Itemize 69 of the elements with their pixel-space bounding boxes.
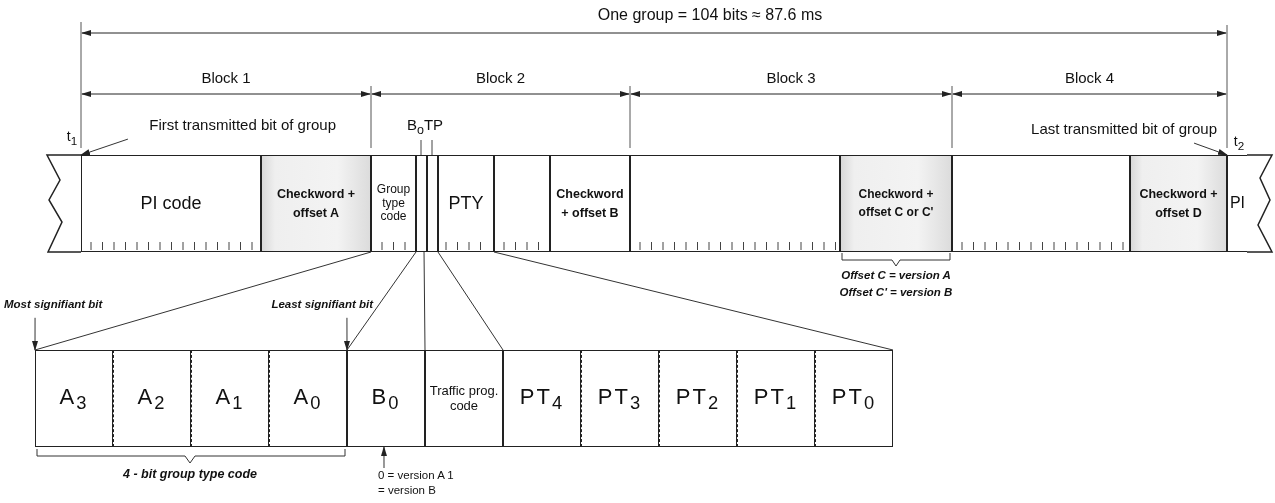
bit-field-cell <box>550 155 630 252</box>
annotation-text: First transmitted bit of group <box>149 116 336 134</box>
bit-field-cell <box>425 350 503 447</box>
bit-field-cell <box>113 350 191 447</box>
bit-field-cell <box>630 155 840 252</box>
annotation-text: Last transmitted bit of group <box>1031 120 1217 138</box>
bit-label: B$_{o}$TP <box>405 116 445 138</box>
cell-label: Checkword + offset C or C' <box>857 186 935 221</box>
leader-line <box>381 446 387 469</box>
leader-line <box>32 317 38 351</box>
checkword-cell <box>1130 155 1227 252</box>
cell-label: PT$_{1}$ <box>753 383 799 414</box>
bit-field-cell <box>581 350 659 447</box>
leader-line <box>80 138 129 156</box>
dimension-label: One group = 104 bits ≈ 87.6 ms <box>596 5 824 25</box>
cell-label: A$_{3}$ <box>59 383 89 414</box>
cell-label: PTY <box>448 193 484 214</box>
checkword-cell <box>840 155 952 252</box>
bit-field-cell <box>494 155 550 252</box>
leader-line <box>1193 142 1228 156</box>
bit-field-cell <box>347 350 425 447</box>
time-label: t$_{1}$ <box>65 128 79 148</box>
bit-field-cell <box>191 350 269 447</box>
cell-label: Checkword + offset B <box>555 186 625 222</box>
note-text: Offset C = version A <box>840 269 952 283</box>
bit-field-cell <box>35 350 113 447</box>
block-label: Block 2 <box>474 69 527 87</box>
cell-label: PI <box>1229 194 1246 213</box>
cell-label: PT$_{0}$ <box>831 383 877 414</box>
bit-field-cell <box>1227 155 1247 252</box>
expansion-line <box>493 251 894 351</box>
cell-label: Traffic prog. code <box>428 383 500 414</box>
bit-field-cell <box>427 155 438 252</box>
cell-label: PI code <box>140 193 202 214</box>
block-label: Block 3 <box>765 69 817 87</box>
cell-label: Group type code <box>375 182 412 225</box>
bit-field-cell <box>438 155 494 252</box>
bit-field-cell <box>815 350 893 447</box>
expansion-line <box>423 251 426 351</box>
bracket-label: 4 - bit group type code <box>121 467 258 482</box>
cell-label: A$_{2}$ <box>137 383 167 414</box>
cell-label: PT$_{4}$ <box>519 383 565 414</box>
block-label: Block 4 <box>1063 69 1116 87</box>
expansion-line <box>437 251 504 351</box>
expansion-line <box>34 251 372 351</box>
bit-field-cell <box>269 350 347 447</box>
cell-label: A$_{1}$ <box>215 383 245 414</box>
cell-label: A$_{0}$ <box>293 383 323 414</box>
cell-label: Checkword + offset A <box>275 186 357 222</box>
block-label: Block 1 <box>200 69 252 87</box>
expansion-line <box>346 251 417 351</box>
annotation-text: Most signifiant bit <box>4 298 103 312</box>
bit-field-cell <box>416 155 427 252</box>
bit-field-cell <box>952 155 1130 252</box>
note-text: Offset C' = version B <box>838 286 954 300</box>
annotation-text: Least signifiant bit <box>271 298 373 312</box>
cell-label: PT$_{3}$ <box>597 383 643 414</box>
bit-field-cell <box>737 350 815 447</box>
cell-label: Checkword + offset D <box>1138 186 1219 222</box>
leader-line <box>344 317 350 351</box>
bit-field-cell <box>659 350 737 447</box>
bit-field-cell <box>503 350 581 447</box>
time-label: t$_{2}$ <box>1232 133 1246 153</box>
annotation-text: 0 = version A 1 = version B <box>378 468 454 498</box>
bit-field-cell <box>81 155 261 252</box>
cell-label: B$_{0}$ <box>371 383 401 414</box>
cell-label: PT$_{2}$ <box>675 383 721 414</box>
checkword-cell <box>261 155 371 252</box>
bit-field-cell <box>371 155 416 252</box>
